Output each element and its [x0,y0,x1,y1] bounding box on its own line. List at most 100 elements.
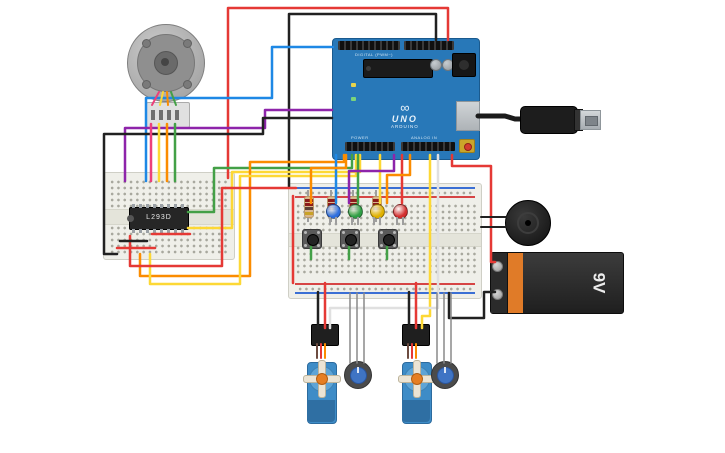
rail-holes-bottom [297,286,475,292]
negative-rail-line-top [295,187,475,189]
buzzer-ring [517,212,539,234]
resistor-band [305,199,313,202]
stepper-lead-2[interactable] [159,91,164,106]
stepper-lead-3[interactable] [166,91,169,106]
pot-knob[interactable] [437,367,454,384]
connector-pin [151,110,155,120]
potentiometer-2[interactable] [431,361,459,389]
stepper-bolt [183,39,192,48]
servo1-signal-white[interactable] [328,153,440,330]
button-pin [355,231,358,234]
button-cap[interactable] [383,234,395,246]
usb-cable-plug[interactable] [520,104,601,134]
l293d-chip[interactable]: L293D [127,204,189,233]
stepper-motor[interactable] [127,24,205,102]
servo-lower-section [402,400,430,422]
button-cap[interactable] [345,234,357,246]
servo-horn-hub [316,373,328,385]
blue-wire-arduino-driver[interactable] [144,45,335,183]
resistor-band [350,199,358,202]
power-wire-top[interactable] [226,6,450,180]
chip-label: L293D [146,214,172,221]
button-pin [380,244,383,247]
led-leg [396,217,398,225]
yellow-wire-driver-loop[interactable] [148,153,358,286]
brand-name: ARDUINO [391,124,419,129]
chip-notch [127,215,134,222]
atmega-chip[interactable] [363,59,433,78]
led-leg [329,217,331,225]
connector-pin [167,110,171,120]
usb-cable[interactable] [475,113,529,122]
connector-pin [175,110,179,120]
pushbutton-2[interactable] [340,229,360,249]
led-green[interactable] [348,204,363,226]
digital-header[interactable] [338,41,400,50]
servo-horn[interactable] [398,360,436,398]
led-blue[interactable] [326,204,341,226]
digital-header-2[interactable] [404,41,454,50]
capacitor [430,59,442,71]
stepper-bolt [142,80,151,89]
led-leg [379,217,381,225]
led-lens [326,204,341,219]
led-red[interactable] [393,204,408,226]
battery-positive[interactable] [450,153,497,264]
servo-horn-hub [411,373,423,385]
board-name: UNO [391,114,418,124]
potentiometer-1[interactable] [344,361,372,389]
connector-pin [159,110,163,120]
button-pin [304,244,307,247]
red-wire-driver-rail[interactable] [128,186,298,268]
button-pin [304,231,307,234]
digital-label: DIGITAL (PWM~) [355,52,393,57]
resistor-band [305,207,313,210]
power-header[interactable] [345,142,395,151]
stepper-shaft [154,51,178,75]
led-leg [402,217,404,225]
button-signal-3[interactable] [385,153,412,205]
button-signal-1[interactable] [309,153,348,205]
pushbutton-3[interactable] [378,229,398,249]
ground-wire-top[interactable] [287,12,438,189]
reset-button[interactable] [459,139,475,153]
stepper-bolt [142,39,151,48]
positive-rail-line-bottom [295,283,475,285]
led-yellow[interactable] [370,204,385,226]
power-jack[interactable] [452,53,476,77]
pot-knob[interactable] [350,367,367,384]
ground-wire-left-loop[interactable] [102,116,334,256]
battery-negative[interactable] [447,290,497,320]
green-wire-arduino-driver[interactable] [186,153,354,214]
servo-motor-2[interactable] [398,356,436,428]
purple-wire-arduino-driver[interactable] [123,108,334,183]
chip-pins-top [132,204,186,208]
pot-indicator [443,367,446,373]
resistor-1[interactable] [303,190,314,222]
usb-plug-body [520,106,578,134]
pushbutton-1[interactable] [302,229,322,249]
stepper-shaft-center [161,58,169,66]
servo-motor-1[interactable] [303,356,341,428]
button-signal-2[interactable] [347,153,396,205]
button-cap[interactable] [307,234,319,246]
breadboard-holes-top [295,203,477,233]
analog-header[interactable] [401,142,455,151]
piezo-buzzer[interactable] [505,200,551,246]
battery-9v[interactable]: 9V [490,252,624,314]
servo-horn[interactable] [303,360,341,398]
led-leg [335,217,337,225]
stepper-lead-4[interactable] [170,91,177,106]
servo2-signal-yellow[interactable] [420,153,432,330]
battery-positive-terminal[interactable] [492,261,503,272]
arduino-uno-board[interactable]: DIGITAL (PWM~) POWER ANALOG IN ∞ UNO ARD… [332,38,480,160]
battery-label: 9V [589,272,609,294]
stepper-lead-1[interactable] [151,91,160,106]
battery-negative-terminal[interactable] [492,289,503,300]
resistor-band [328,199,336,202]
yellow-wire-arduino-driver[interactable] [186,153,362,230]
usb-plug-hole [585,116,598,126]
orange-wire-driver-loop[interactable] [138,153,346,278]
power-label: POWER [351,135,369,140]
